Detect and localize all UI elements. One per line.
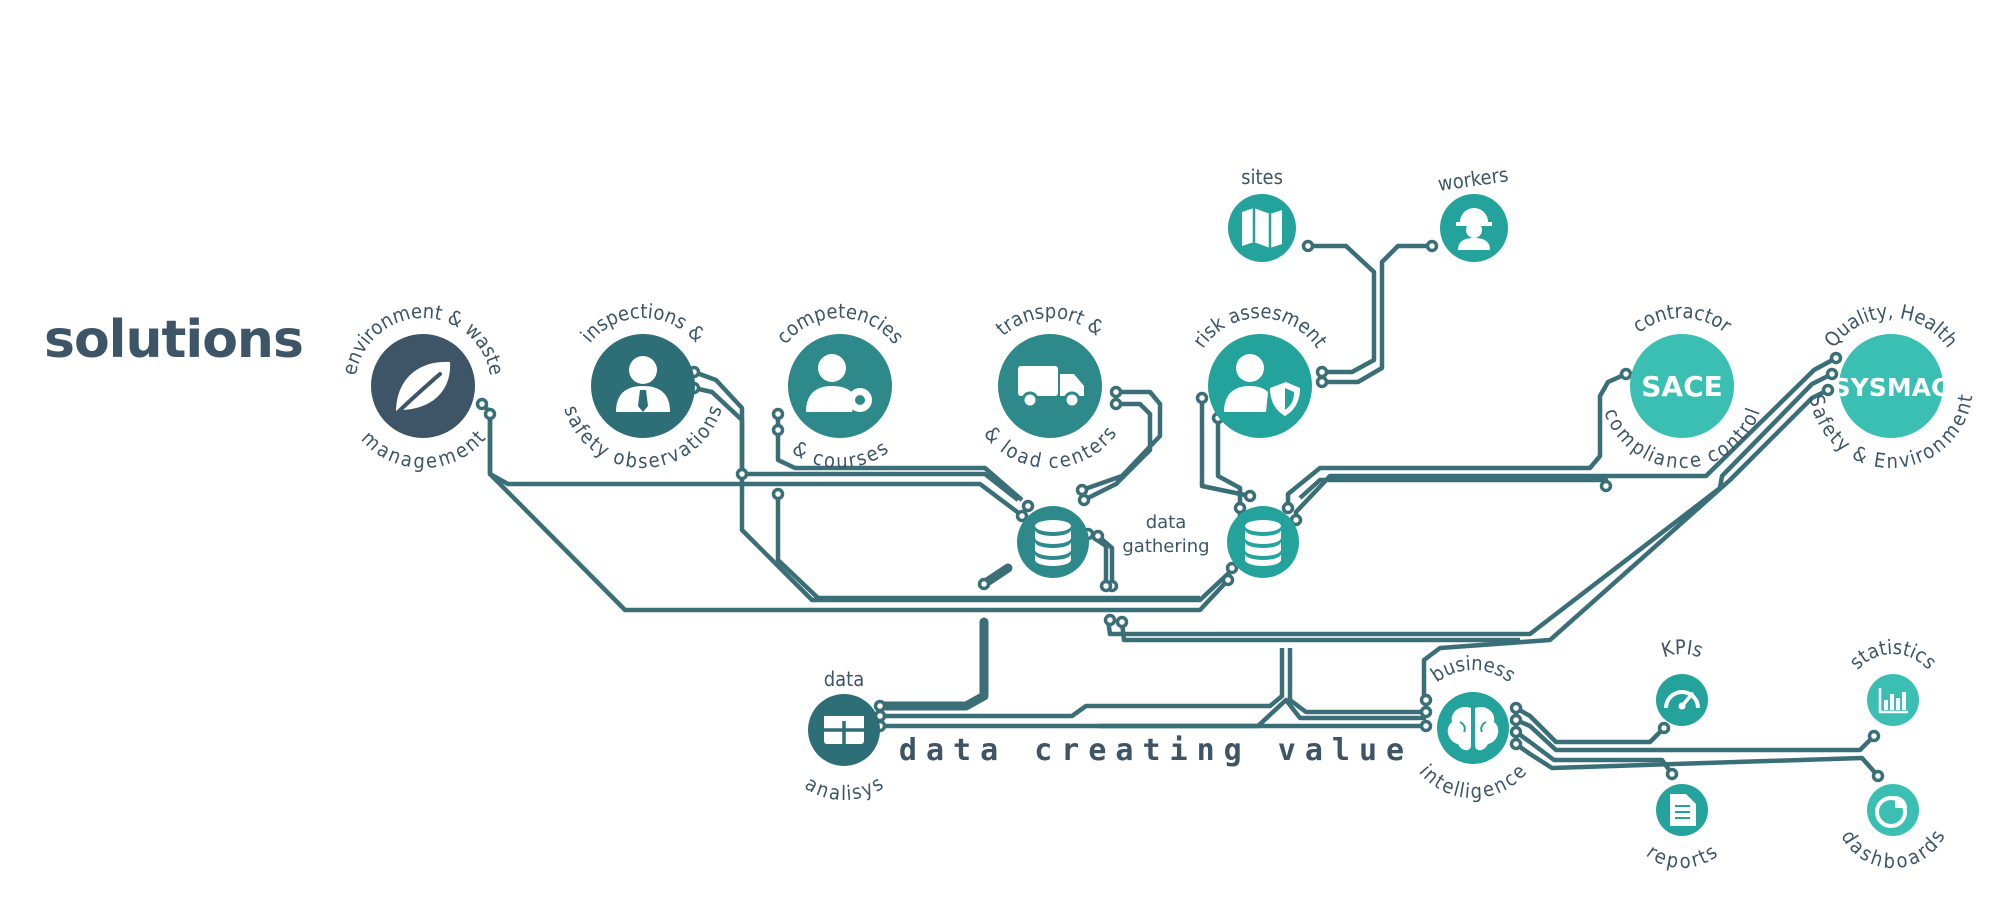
pie-chart-icon xyxy=(1875,796,1907,828)
node-sites: sites xyxy=(1228,165,1296,262)
node-contractor: SACE contractor compliance control xyxy=(1599,299,1764,473)
brain-icon xyxy=(1447,706,1499,751)
node-statistics: statistics xyxy=(1844,635,1942,726)
node-environment: environment & waste management xyxy=(337,299,509,473)
contractor-label-top: contractor xyxy=(1628,299,1737,338)
node-inspections: inspections & safety observations xyxy=(559,299,726,473)
wire-pins xyxy=(475,239,1885,783)
svg-text:intelligence: intelligence xyxy=(1415,759,1531,803)
sites-label: sites xyxy=(1241,165,1283,189)
data-gathering-label-bottom: gathering xyxy=(1122,536,1209,557)
svg-text:contractor: contractor xyxy=(1628,299,1737,338)
node-reports: reports xyxy=(1642,784,1721,873)
sace-badge: SACE xyxy=(1641,370,1723,403)
business-label-top: business xyxy=(1426,651,1520,687)
page-title: solutions xyxy=(44,310,304,370)
data-analysis-label-bottom: analisys xyxy=(801,771,887,805)
reports-label: reports xyxy=(1642,840,1721,874)
tagline: data creating value xyxy=(899,733,1413,768)
map-icon xyxy=(1242,208,1282,248)
bar-chart-icon xyxy=(1878,688,1908,714)
node-dashboards: dashboards xyxy=(1836,784,1950,873)
kpis-label: KPIs xyxy=(1659,635,1706,662)
leaf-icon xyxy=(390,361,451,420)
svg-text:KPIs: KPIs xyxy=(1659,635,1706,662)
data-analysis-label-top: data xyxy=(824,667,865,691)
person-tie-icon xyxy=(616,356,670,412)
table-icon xyxy=(824,716,864,744)
hardhat-worker-icon xyxy=(1456,208,1492,250)
circuit-wires xyxy=(480,243,1880,778)
database-icon xyxy=(1245,520,1281,566)
node-data-gathering: data gathering xyxy=(1017,506,1299,578)
sysmac-badge: SYSMAC xyxy=(1833,373,1950,402)
node-workers: workers xyxy=(1436,162,1510,262)
gauge-icon xyxy=(1664,690,1700,710)
data-gathering-label-top: data xyxy=(1146,512,1187,533)
document-icon xyxy=(1670,794,1696,826)
node-risk-assessment: risk assesment xyxy=(1187,299,1333,438)
truck-icon xyxy=(1018,366,1084,409)
statistics-label: statistics xyxy=(1844,635,1941,674)
node-transport: transport & & load centers xyxy=(979,299,1121,473)
workers-label: workers xyxy=(1436,162,1509,196)
person-shield-icon xyxy=(1224,354,1300,416)
business-label-bottom: intelligence xyxy=(1415,759,1531,803)
database-icon xyxy=(1035,520,1071,566)
svg-text:analisys: analisys xyxy=(801,771,887,805)
node-data-analysis: data analisys xyxy=(801,667,887,805)
svg-text:reports: reports xyxy=(1642,840,1721,874)
node-competencies: competencies & courses xyxy=(771,299,909,473)
node-kpis: KPIs xyxy=(1656,635,1708,726)
svg-text:statistics: statistics xyxy=(1844,635,1941,674)
person-gear-icon xyxy=(806,354,872,412)
svg-text:business: business xyxy=(1426,651,1520,687)
